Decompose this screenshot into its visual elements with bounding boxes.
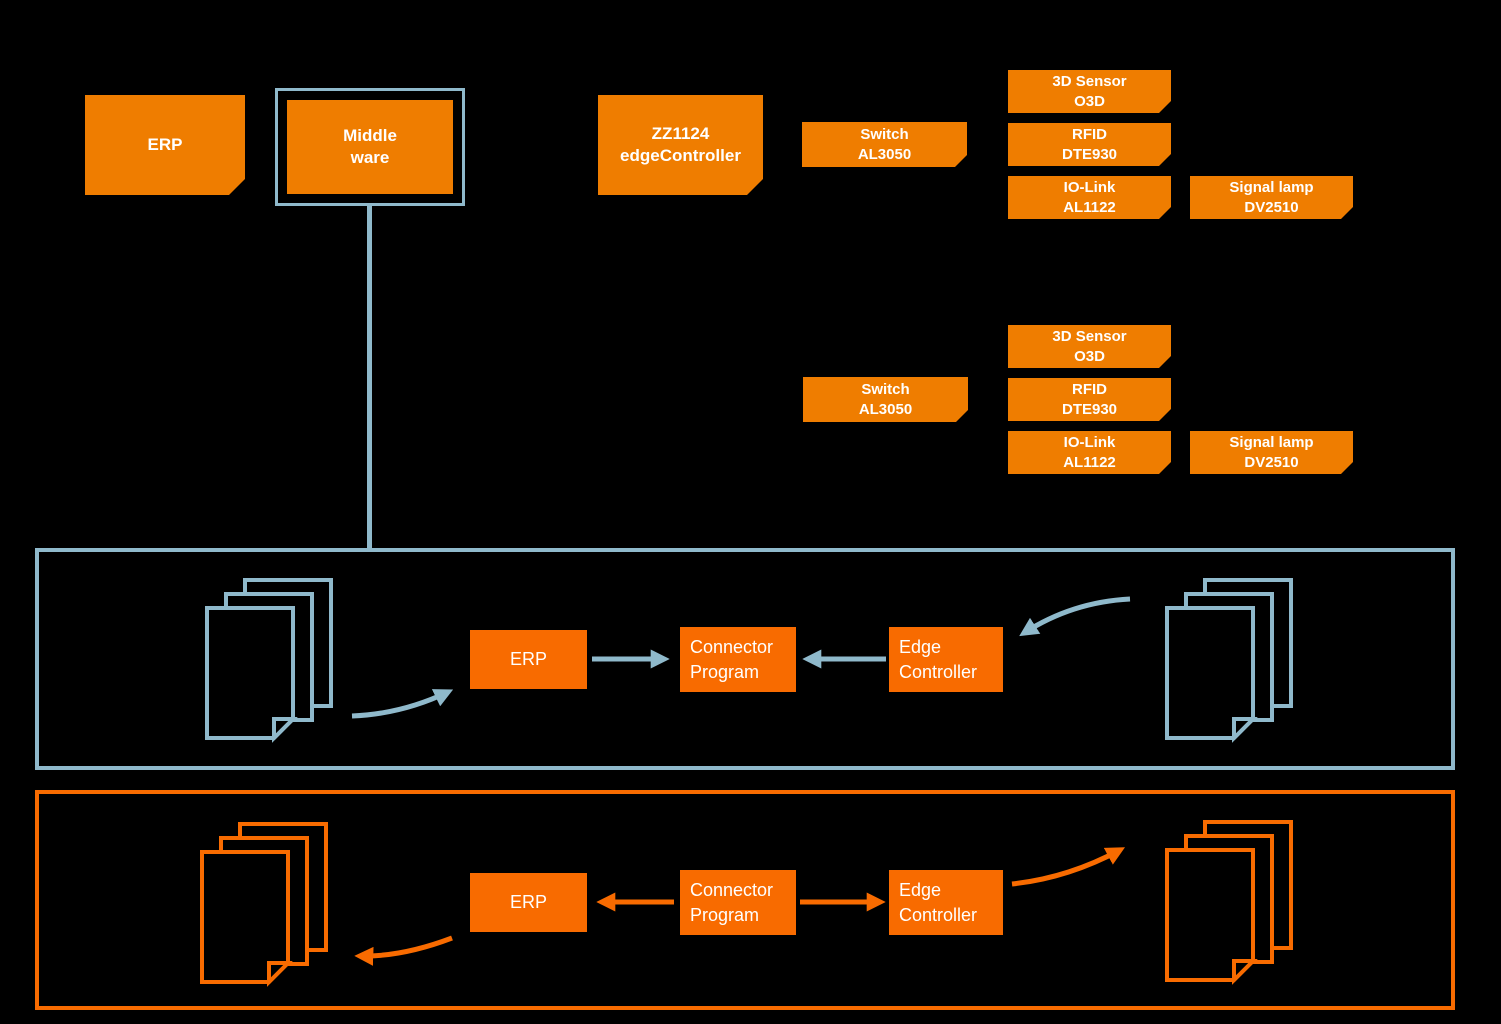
orange-flow-section: [35, 790, 1455, 1010]
node-label: ZZ1124: [651, 123, 710, 143]
node-label: DV2510: [1244, 453, 1299, 471]
node-label: Edge: [899, 637, 942, 658]
documents-stack-icon: [1165, 820, 1295, 990]
node-label: Controller: [899, 904, 978, 925]
node-label: 3D Sensor: [1052, 73, 1127, 90]
node-label: DTE930: [1061, 145, 1118, 163]
node-label: Program: [690, 904, 760, 925]
node-label: Signal lamp: [1229, 434, 1314, 451]
node-rfid-1: RFID DTE930: [1008, 123, 1171, 166]
node-switch-2: Switch AL3050: [803, 377, 968, 422]
node-rfid-2: RFID DTE930: [1008, 378, 1171, 421]
node-middleware: Middle ware: [287, 100, 453, 194]
node-label: ware: [350, 148, 390, 167]
node-connector-program-blue: Connector Program: [680, 627, 796, 692]
middleware-connector-line: [367, 206, 372, 548]
node-erp-top: ERP: [85, 95, 245, 195]
node-edge-controller-blue: Edge Controller: [889, 627, 1003, 692]
node-label: IO-Link: [1063, 179, 1116, 196]
node-label: IO-Link: [1063, 434, 1116, 451]
documents-stack-icon: [200, 822, 330, 992]
node-label: edgeController: [620, 146, 741, 165]
node-label: Connector: [690, 880, 774, 901]
node-label: Switch: [860, 126, 909, 143]
node-label: Controller: [899, 661, 978, 682]
node-label: AL1122: [1063, 198, 1116, 216]
middleware-frame: Middle ware: [275, 88, 465, 206]
node-label: Edge: [899, 880, 942, 901]
node-iolink-1: IO-Link AL1122: [1008, 176, 1171, 219]
node-label: AL3050: [857, 145, 912, 163]
documents-stack-icon: [1165, 578, 1295, 748]
node-label: AL1122: [1063, 453, 1116, 471]
node-label: ERP: [509, 649, 547, 670]
blue-flow-section: [35, 548, 1455, 770]
node-connector-program-orange: Connector Program: [680, 870, 796, 935]
node-label: O3D: [1074, 347, 1105, 365]
node-erp-blue-flow: ERP: [470, 630, 587, 689]
node-label: Connector: [690, 637, 774, 658]
node-label: 3D Sensor: [1052, 328, 1127, 345]
documents-stack-icon: [205, 578, 335, 748]
node-iolink-2: IO-Link AL1122: [1008, 431, 1171, 474]
node-zz1124-edgecontroller: ZZ1124 edgeController: [598, 95, 763, 195]
node-label: RFID: [1072, 126, 1107, 143]
node-label: O3D: [1074, 92, 1105, 110]
node-label: DTE930: [1061, 400, 1118, 418]
node-label: Middle: [343, 125, 397, 145]
node-signal-lamp-2: Signal lamp DV2510: [1190, 431, 1353, 474]
node-label: Switch: [861, 381, 910, 398]
node-label: ERP: [147, 134, 183, 154]
node-label: Program: [690, 661, 760, 682]
node-switch-1: Switch AL3050: [802, 122, 967, 167]
node-3d-sensor-1: 3D Sensor O3D: [1008, 70, 1171, 113]
node-label: DV2510: [1244, 198, 1299, 216]
node-3d-sensor-2: 3D Sensor O3D: [1008, 325, 1171, 368]
node-label: ERP: [509, 892, 547, 913]
node-label: RFID: [1072, 381, 1107, 398]
node-signal-lamp-1: Signal lamp DV2510: [1190, 176, 1353, 219]
node-label: Signal lamp: [1229, 179, 1314, 196]
node-erp-orange-flow: ERP: [470, 873, 587, 932]
node-label: AL3050: [858, 400, 913, 418]
node-edge-controller-orange: Edge Controller: [889, 870, 1003, 935]
